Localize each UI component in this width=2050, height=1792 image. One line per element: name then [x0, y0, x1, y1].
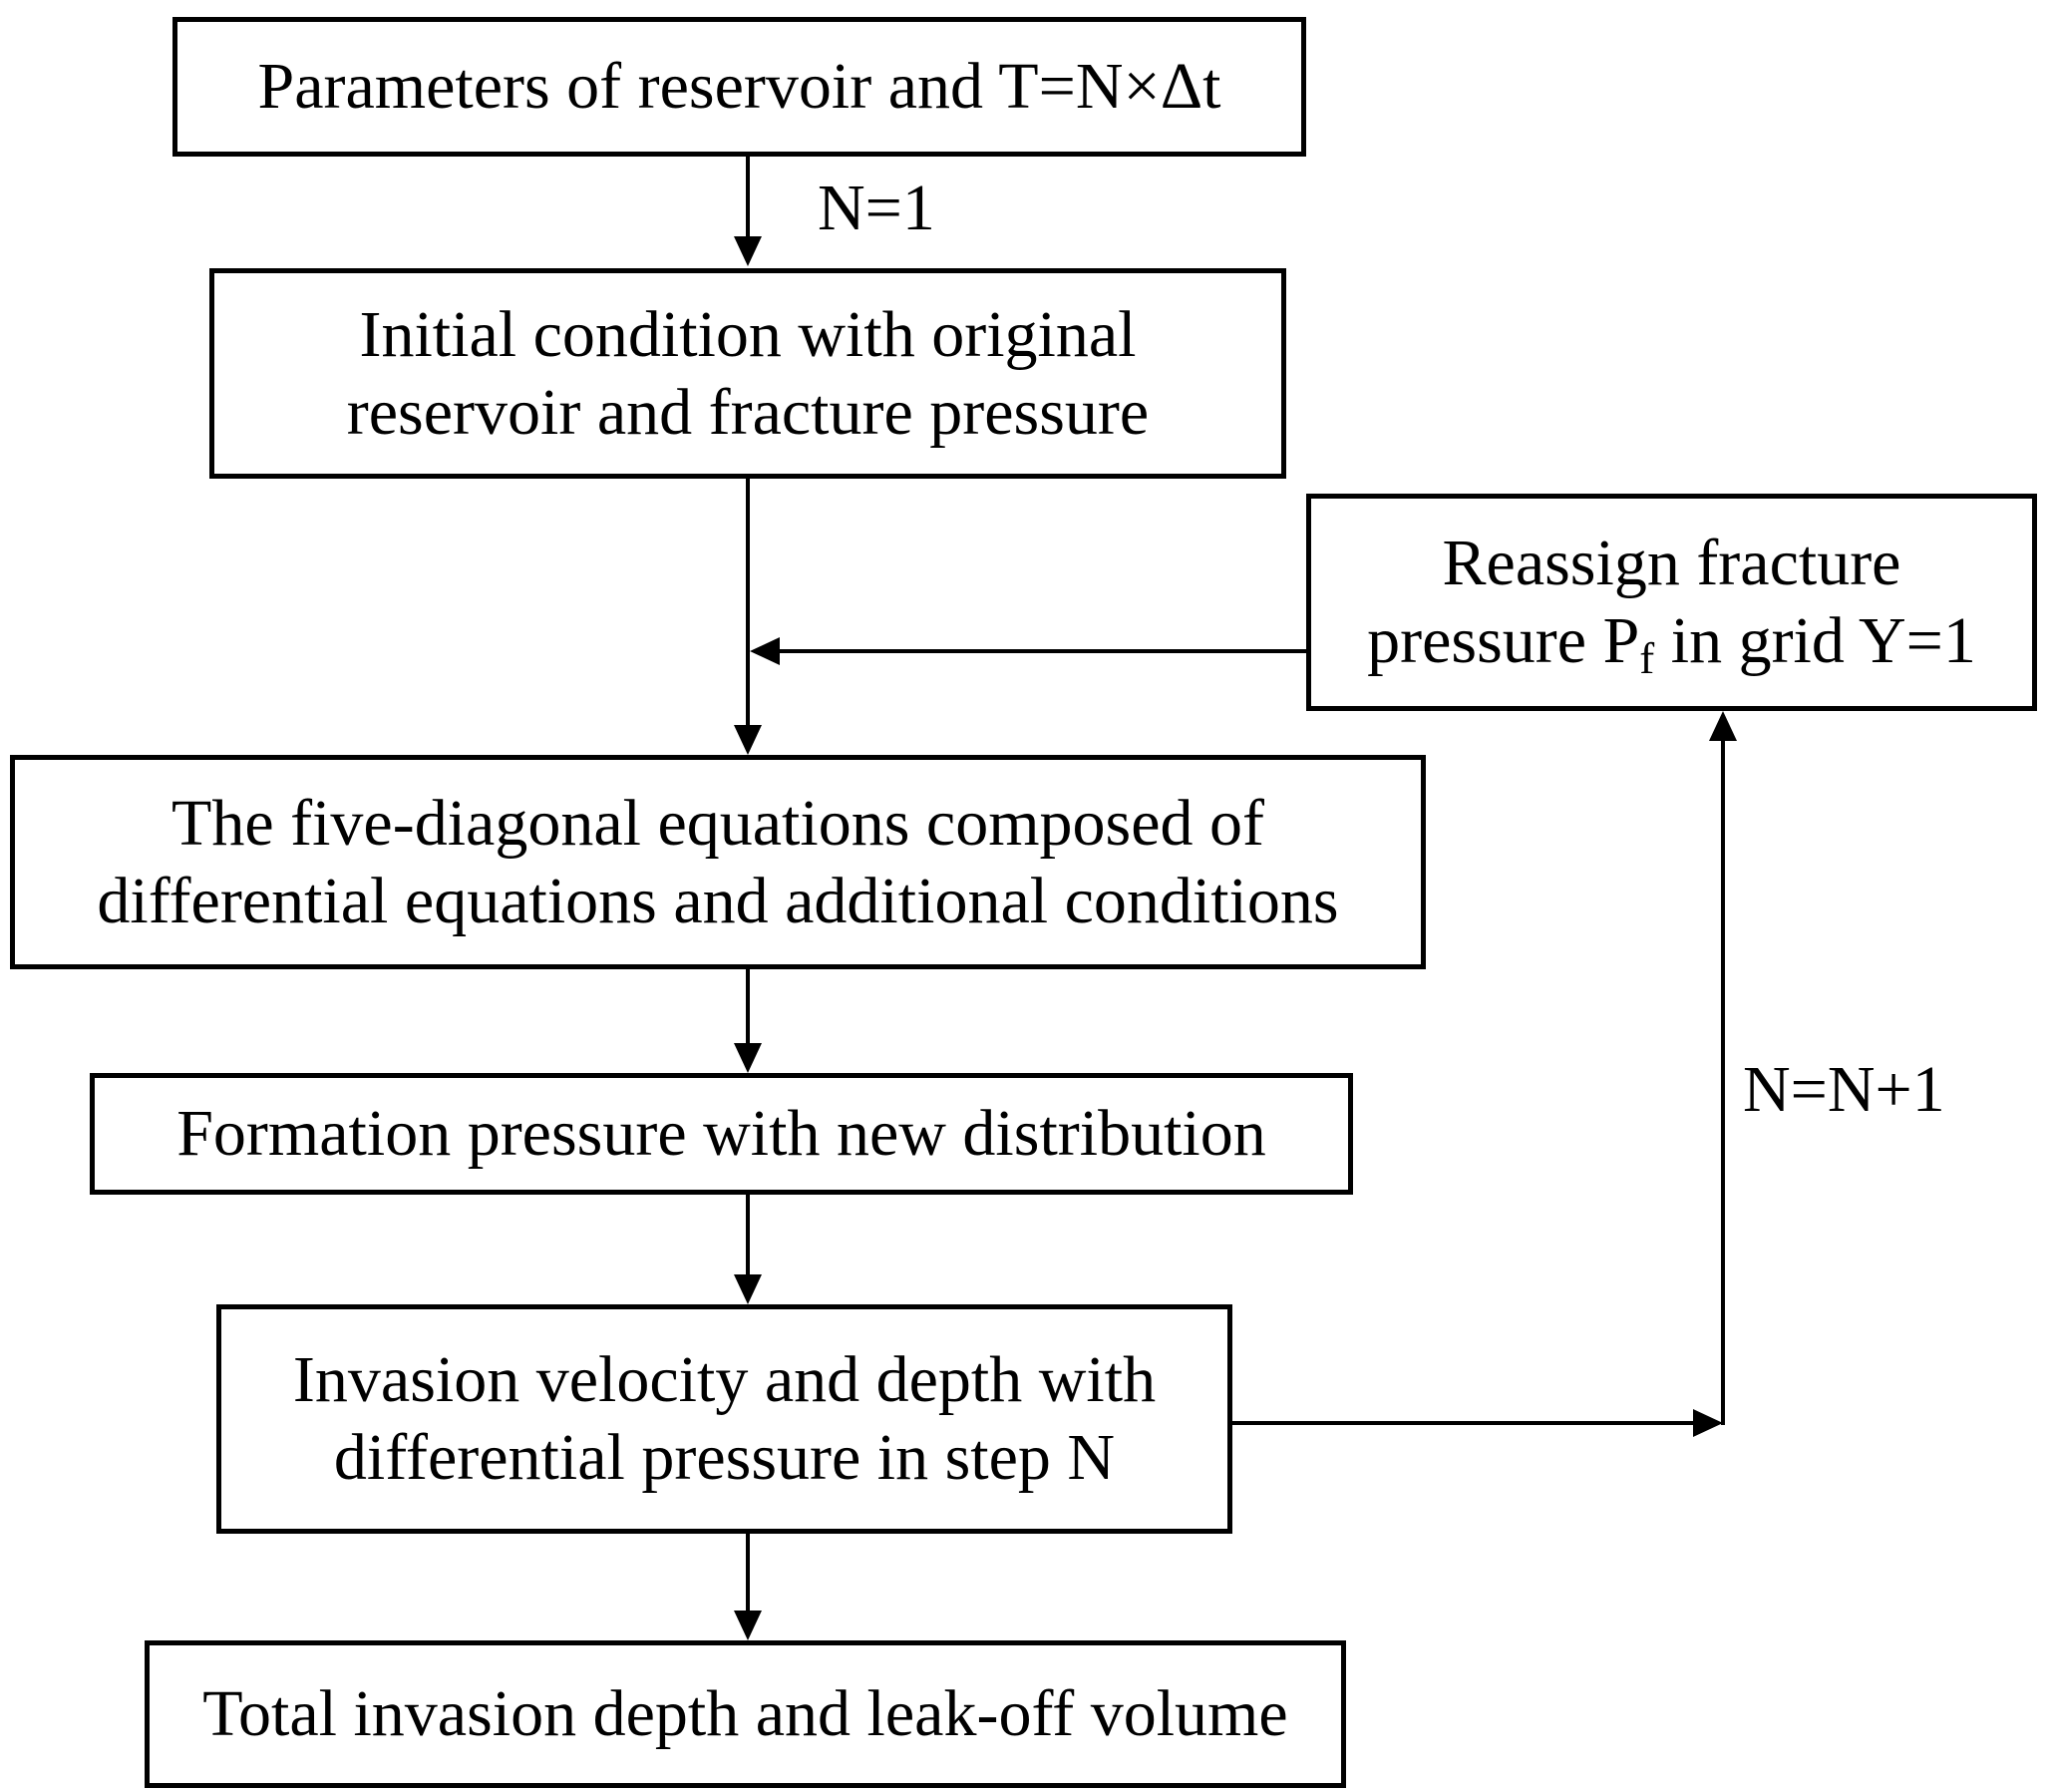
node-reassign-line2-post: in grid Y=1 [1654, 604, 1976, 677]
node-parameters: Parameters of reservoir and T=N×Δt [172, 17, 1306, 157]
arrowhead-left-icon [750, 637, 780, 665]
node-reassign-line2-subscript: f [1639, 633, 1655, 684]
node-initial-condition-line1: Initial condition with original [359, 297, 1137, 371]
node-five-diagonal-equations: The five-diagonal equations composed of … [10, 755, 1426, 969]
connector-params-to-initial [746, 157, 750, 236]
arrowhead-right-icon [1693, 1409, 1723, 1437]
node-formation-pressure: Formation pressure with new distribution [90, 1073, 1353, 1195]
arrowhead-down-icon [734, 725, 762, 755]
arrowhead-down-icon [734, 1043, 762, 1073]
node-invasion-velocity: Invasion velocity and depth with differe… [216, 1304, 1232, 1534]
arrowhead-down-icon [734, 1611, 762, 1640]
node-five-diagonal-line2: differential equations and additional co… [97, 864, 1339, 937]
node-five-diagonal-line1: The five-diagonal equations composed of [171, 786, 1264, 860]
edge-label-n-equals-n-plus-1: N=N+1 [1743, 1053, 1945, 1126]
connector-loop-vertical [1721, 741, 1725, 1425]
node-parameters-label: Parameters of reservoir and T=N×Δt [257, 50, 1221, 124]
edge-label-n-equals-1: N=1 [818, 172, 935, 244]
node-reassign-line1: Reassign fracture [1442, 527, 1901, 600]
node-initial-condition: Initial condition with original reservoi… [209, 268, 1286, 479]
arrowhead-up-icon [1709, 711, 1737, 741]
connector-loop-horizontal [1232, 1421, 1693, 1425]
node-invasion-line1: Invasion velocity and depth with [292, 1343, 1157, 1417]
node-invasion-line2: differential pressure in step N [333, 1421, 1116, 1494]
node-reassign-line2-pre: pressure P [1367, 604, 1640, 677]
arrowhead-down-icon [734, 1274, 762, 1304]
node-formation-pressure-label: Formation pressure with new distribution [176, 1097, 1266, 1171]
node-total-invasion-label: Total invasion depth and leak-off volume [202, 1677, 1288, 1751]
node-reassign-fracture-pressure: Reassign fracture pressure Pf in grid Y=… [1306, 494, 2037, 711]
node-reassign-line2: pressure Pf in grid Y=1 [1367, 602, 1976, 684]
node-total-invasion-depth: Total invasion depth and leak-off volume [145, 1640, 1346, 1788]
arrowhead-down-icon [734, 236, 762, 266]
connector-formation-to-invasion [746, 1195, 750, 1274]
node-initial-condition-line2: reservoir and fracture pressure [346, 375, 1150, 449]
connector-initial-to-five-diagonal [746, 479, 750, 725]
connector-invasion-to-total [746, 1534, 750, 1611]
connector-reassign-to-flowline [780, 649, 1306, 653]
connector-five-diagonal-to-formation [746, 969, 750, 1043]
